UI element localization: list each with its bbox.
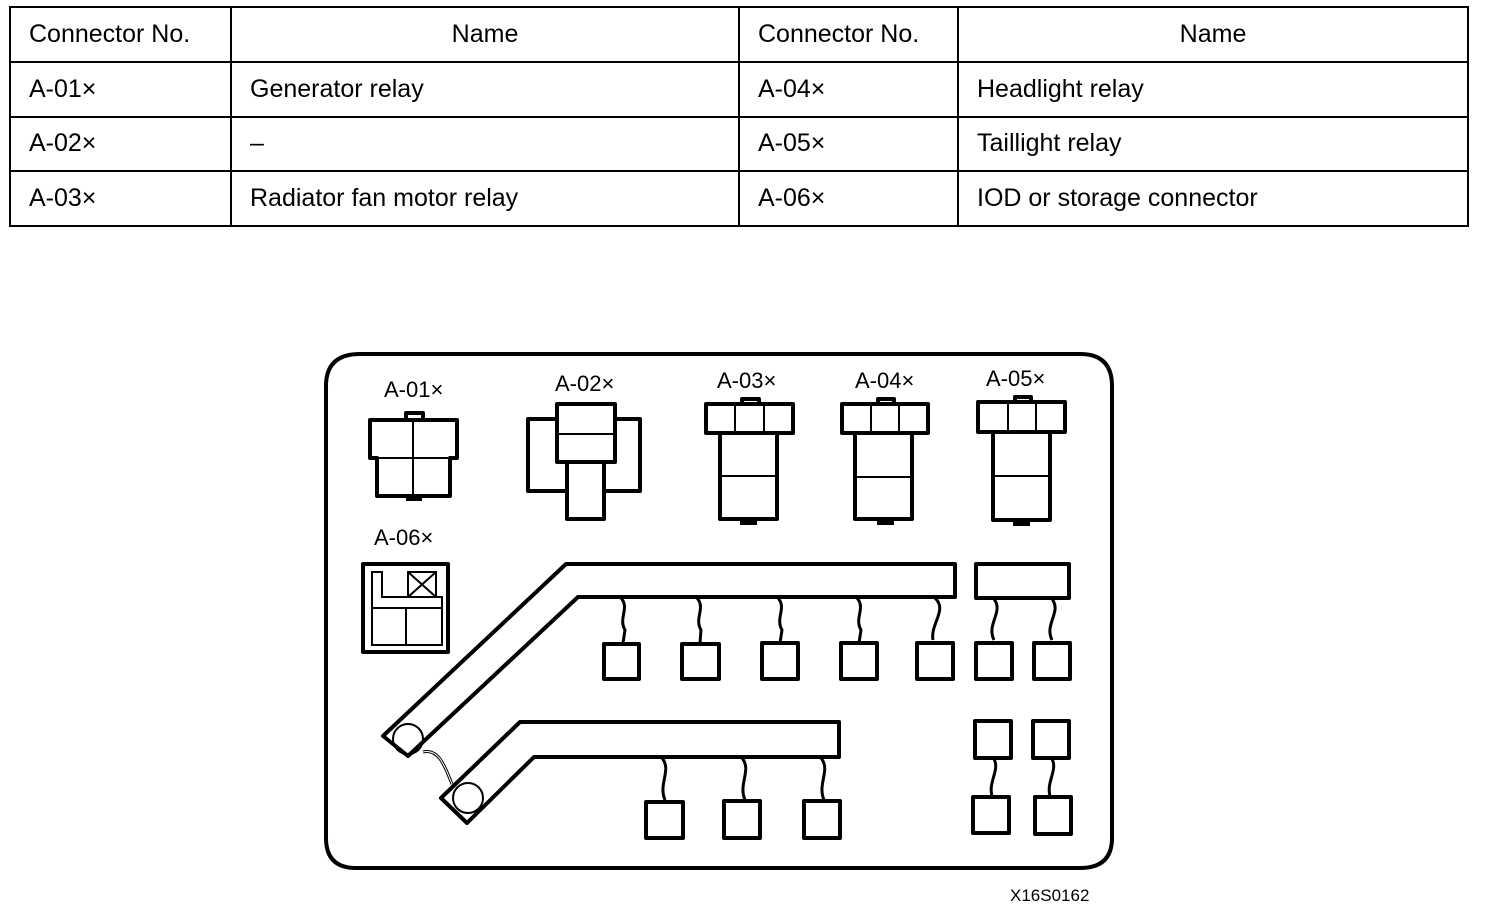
table-header-row: Connector No. Name Connector No. Name — [9, 6, 1469, 63]
connector-name-cell: – — [230, 115, 740, 173]
table-row: A-02× – A-05× Taillight relay — [9, 115, 1469, 173]
figure-code: X16S0162 — [1010, 886, 1089, 905]
connector-no-cell: A-03× — [9, 170, 232, 227]
connector-a01[interactable] — [368, 411, 459, 501]
connector-no-cell: A-05× — [738, 115, 959, 173]
connector-a03[interactable] — [704, 397, 795, 525]
terminal-box[interactable] — [973, 719, 1013, 760]
lower-row-terminals — [644, 757, 842, 840]
connector-no-cell: A-04× — [738, 60, 959, 118]
label-a06: A-06× — [374, 525, 433, 550]
terminal-box[interactable] — [974, 641, 1014, 681]
connector-name-cell: Taillight relay — [957, 115, 1469, 173]
label-a05: A-05× — [986, 366, 1045, 391]
terminal-box[interactable] — [760, 641, 800, 681]
connector-no-cell: A-06× — [738, 170, 959, 227]
header-name: Name — [230, 6, 740, 63]
header-connector-no: Connector No. — [9, 6, 232, 63]
terminal-box[interactable] — [1033, 795, 1073, 836]
terminal-box[interactable] — [971, 795, 1011, 835]
terminal-box[interactable] — [1031, 719, 1071, 760]
label-a01: A-01× — [384, 377, 443, 402]
label-a02: A-02× — [555, 371, 614, 396]
connector-no-cell: A-01× — [9, 60, 232, 118]
table-row: A-01× Generator relay A-04× Headlight re… — [9, 60, 1469, 118]
terminal-box[interactable] — [1032, 641, 1072, 681]
upper-harness — [381, 562, 957, 758]
terminal-box[interactable] — [915, 641, 955, 681]
label-a04: A-04× — [855, 368, 914, 393]
terminal-box[interactable] — [839, 641, 879, 681]
terminal-box[interactable] — [602, 642, 641, 681]
connector-a04[interactable] — [840, 397, 930, 525]
connector-name-cell: IOD or storage connector — [957, 170, 1469, 227]
table-row: A-03× Radiator fan motor relay A-06× IOD… — [9, 170, 1469, 227]
terminal-box[interactable] — [644, 800, 685, 840]
header-name: Name — [957, 6, 1469, 63]
connector-a02[interactable] — [526, 402, 642, 521]
upper-row-terminals — [602, 596, 1072, 681]
label-a03: A-03× — [717, 368, 776, 393]
connector-a06[interactable] — [361, 562, 450, 654]
connector-name-cell: Radiator fan motor relay — [230, 170, 740, 227]
small-harness-block — [974, 562, 1071, 600]
connector-a05[interactable] — [976, 395, 1067, 526]
connector-no-cell: A-02× — [9, 115, 232, 173]
header-connector-no: Connector No. — [738, 6, 959, 63]
lower-harness — [439, 720, 841, 825]
terminal-box[interactable] — [802, 799, 842, 840]
connector-table: Connector No. Name Connector No. Name A-… — [9, 6, 1469, 227]
terminal-box[interactable] — [680, 642, 721, 681]
terminal-box[interactable] — [722, 799, 762, 840]
connector-name-cell: Headlight relay — [957, 60, 1469, 118]
paired-terminals — [971, 719, 1073, 836]
connector-name-cell: Generator relay — [230, 60, 740, 118]
